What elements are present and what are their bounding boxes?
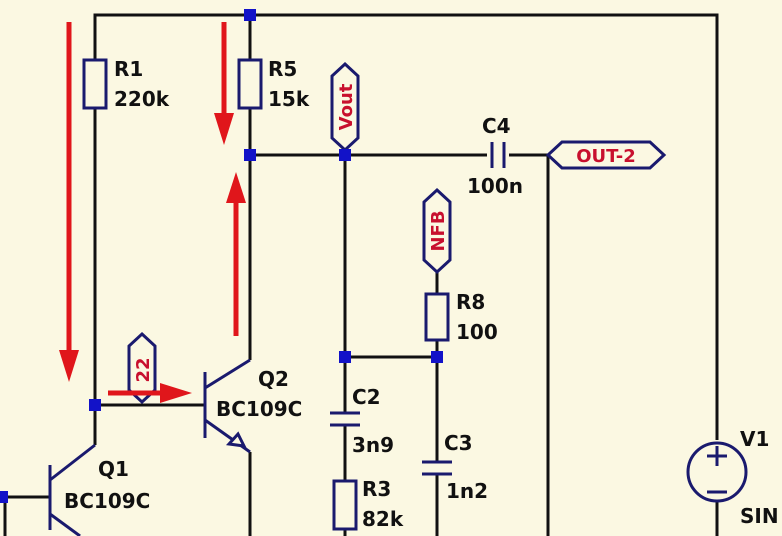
q2-ref: Q2 [258,367,289,391]
transistor-q2: Q2 BC109C [203,358,302,454]
current-arrows [59,22,246,403]
r8-value: 100 [456,320,498,344]
capacitor-c2: C2 3n9 [330,385,394,457]
r3-ref: R3 [362,477,391,501]
junction-dot [0,491,8,503]
junction-dot [431,351,443,363]
resistor-r1: R1 220k [82,57,170,111]
nfb-label-text: NFB [428,210,449,251]
r5-ref: R5 [268,57,297,81]
junction-dot [339,351,351,363]
c4-value: 100n [467,174,523,198]
capacitor-c3: C3 1n2 [422,431,488,503]
c2-value: 3n9 [352,433,394,457]
r1-value: 220k [114,87,170,111]
net-label-vout: Vout [330,61,360,153]
c4-ref: C4 [482,114,511,138]
out2-label-text: OUT-2 [576,146,636,167]
junction-dot [244,9,256,21]
capacitor-c4: C4 100n [467,114,523,198]
resistor-r3: R3 82k [332,477,404,531]
v1-ref: V1 [740,427,769,451]
voltage-source-v1: V1 SIN [686,427,779,528]
junction-dot [339,149,351,161]
net-label-22: 22 [127,331,157,405]
top-rail-wire [93,13,719,440]
c3-ref: C3 [444,431,473,455]
resistor-r8: R8 100 [424,290,498,344]
junctions [0,9,443,503]
q1-value: BC109C [64,489,150,513]
r5-value: 15k [268,87,310,111]
arrow-down-left-icon [59,22,79,382]
junction-dot [244,149,256,161]
arrow-right-base-icon [108,383,192,403]
c3-value: 1n2 [446,479,488,503]
net-label-out2: OUT-2 [545,140,667,170]
r3-value: 82k [362,507,404,531]
vout-label-text: Vout [336,83,357,130]
v1-value: SIN [740,504,779,528]
arrow-down-r5-icon [214,22,234,145]
q1-ref: Q1 [98,457,129,481]
transistor-q1: Q1 BC109C [48,405,150,536]
r8-ref: R8 [456,290,485,314]
net-label-nfb: NFB [422,187,452,275]
n22-label-text: 22 [133,357,154,382]
resistor-r5: R5 15k [237,57,310,111]
arrow-up-r5-icon [226,172,246,336]
q2-value: BC109C [216,397,302,421]
junction-dot [89,399,101,411]
r1-ref: R1 [114,57,143,81]
c2-ref: C2 [352,385,381,409]
